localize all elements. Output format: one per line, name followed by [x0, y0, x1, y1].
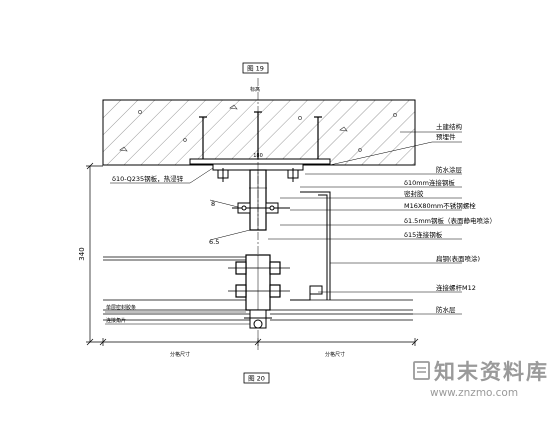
- concrete-slab: [102, 99, 416, 166]
- bottom-tag-text: 图 20: [248, 375, 265, 383]
- bottom-drawing-tag: 图 20: [243, 372, 270, 384]
- top-tag-text: 图 19: [247, 65, 264, 73]
- bottom-clamp: [244, 309, 272, 329]
- label-sealant: 密封胶: [404, 189, 424, 198]
- right-labels: 土建结构 预埋件 防水涂层 δ10mm连接钢板 密封胶 M16X80mm不锈钢螺…: [404, 122, 496, 314]
- label-connecting-angle: 连接角片: [106, 317, 126, 324]
- label-connecting-rod-m12: 连接螺杆M12: [436, 283, 476, 292]
- dimension-left-label: 分格尺寸: [170, 351, 190, 358]
- slab-elevation-note: 标高: [250, 86, 260, 93]
- label-single-seal-strip: 单层密封胶条: [106, 304, 136, 311]
- label-weld-8: 8: [211, 200, 215, 208]
- plate-bolts: [217, 168, 299, 182]
- right-steel-bracket: [290, 191, 331, 301]
- watermark-url: www.znzmo.com: [430, 387, 518, 399]
- label-q235-plate: δ10-Q235钢板，热浸锌: [112, 174, 184, 183]
- watermark-brand: 知末资料库: [434, 360, 549, 384]
- label-m16-bolt: M16X80mm不锈钢螺栓: [404, 201, 476, 210]
- watermark-logo-icon: [413, 361, 430, 380]
- right-leaders: [268, 131, 462, 315]
- left-leaders: [105, 167, 251, 325]
- label-connection-plate-10mm: δ10mm连接钢板: [404, 178, 455, 187]
- label-connection-plate-15: δ15连接钢板: [404, 230, 443, 239]
- mullion-profile: [228, 254, 290, 311]
- label-waterproof-layer: 防水层: [436, 305, 456, 314]
- left-labels: δ10-Q235钢板，热浸锌 8 6.5 单层密封胶条 连接角片: [106, 174, 219, 324]
- embedded-plate: [189, 158, 331, 165]
- dimension-right-label: 分格尺寸: [325, 351, 345, 358]
- vertical-dimension: [86, 162, 103, 346]
- label-civil-structure: 土建结构: [436, 122, 463, 131]
- top-drawing-tag: 图 19: [242, 62, 269, 74]
- label-embedded-part: 预埋件: [436, 132, 456, 141]
- label-flat-steel: 扁钢(表面喷涂): [436, 254, 480, 263]
- label-waterproof-coating: 防水涂层: [436, 165, 463, 174]
- label-weld-6-5: 6.5: [209, 238, 219, 246]
- horizontal-dimension: [99, 338, 419, 346]
- label-steel-sheet-1-5mm: δ1.5mm钢板（表面静电喷涂）: [404, 216, 496, 225]
- m16-bolt: [232, 202, 290, 214]
- watermark: 知末资料库 www.znzmo.com: [413, 360, 549, 399]
- vertical-dimension-value: 340: [78, 247, 86, 260]
